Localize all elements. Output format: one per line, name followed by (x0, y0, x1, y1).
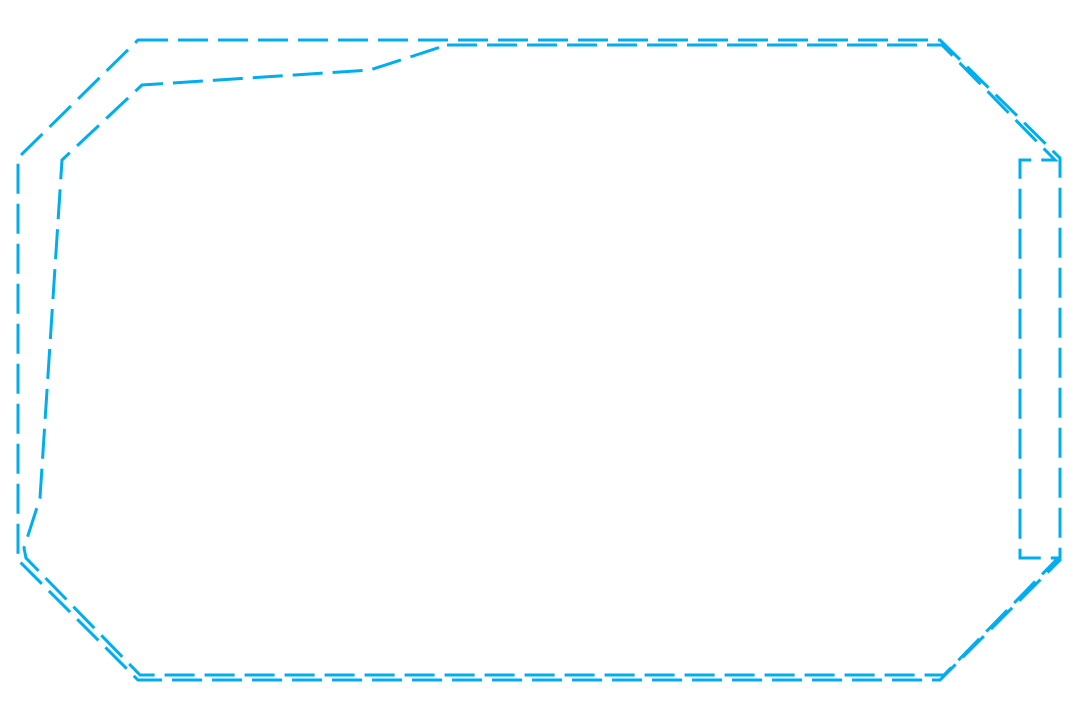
outer-octagon-outline (16, 38, 1062, 682)
inner-irregular-outline (22, 43, 1062, 677)
